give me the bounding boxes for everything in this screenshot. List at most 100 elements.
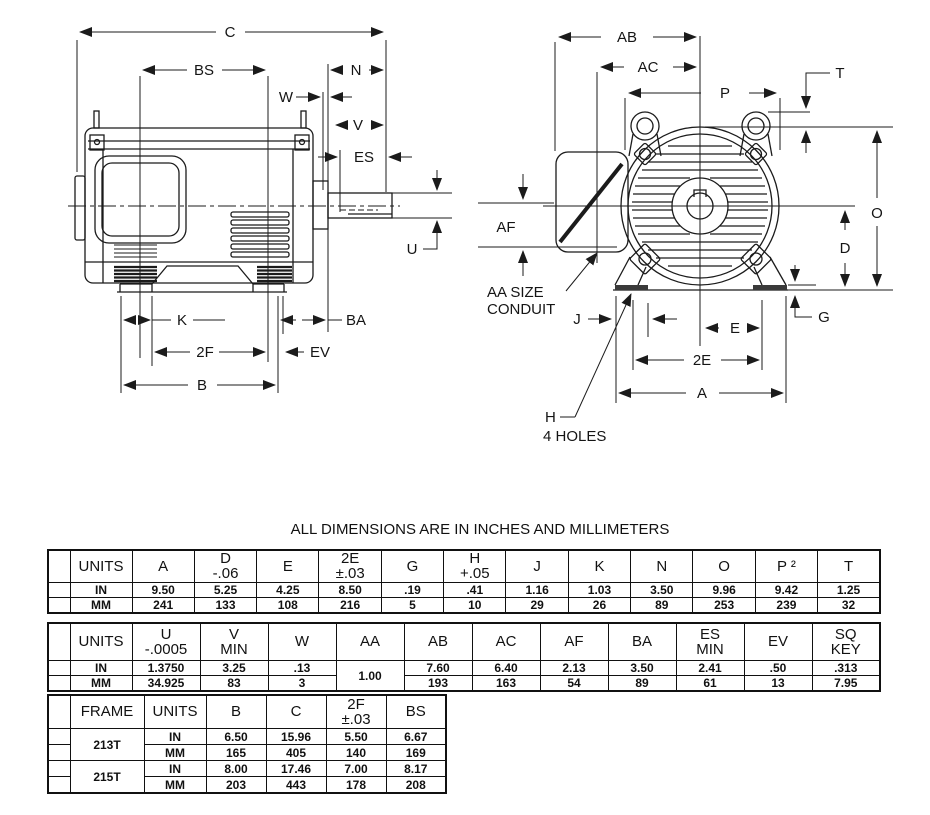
table-cell: 4.25 <box>256 581 320 598</box>
table-cell: FRAME <box>69 694 145 729</box>
dim-label-ev: EV <box>310 344 330 361</box>
front-view-motor <box>555 111 788 291</box>
table-cell: 178 <box>325 776 387 794</box>
table-cell: 253 <box>692 596 756 614</box>
table-cell: 13 <box>743 675 813 692</box>
table-cell: U -.0005 <box>131 622 201 661</box>
dim-label-2e: 2E <box>693 352 711 369</box>
table-cell: 133 <box>193 596 258 614</box>
table-cell <box>47 776 71 794</box>
dim-label-d: D <box>840 240 851 257</box>
table-cell: 10 <box>443 596 507 614</box>
table-cell: 3 <box>267 675 337 692</box>
dim-label-u: U <box>407 241 418 258</box>
table-cell: 8.17 <box>385 760 447 777</box>
table-cell: 208 <box>385 776 447 794</box>
table-cell: 165 <box>205 744 267 761</box>
table-cell: 7.00 <box>325 760 387 777</box>
table-cell: 34.925 <box>131 675 201 692</box>
table-cell: 213T <box>69 728 145 761</box>
dim-label-w: W <box>279 89 294 106</box>
table-cell: AB <box>403 622 473 661</box>
table-cell: AF <box>539 622 609 661</box>
table-cell: 6.67 <box>385 728 447 745</box>
conduit-cover-diagonal <box>558 162 624 244</box>
table-cell: J <box>505 549 569 583</box>
table-cell: 1.25 <box>817 581 881 598</box>
motor-drawing: C BS N W V ES U K BA 2F EV B <box>68 24 893 445</box>
table-cell: 29 <box>505 596 569 614</box>
table-cell <box>47 660 71 676</box>
table-cell: K <box>567 549 632 583</box>
table-cell: 15.96 <box>265 728 327 745</box>
side-view-dimensions <box>76 27 452 393</box>
table-cell: 32 <box>817 596 881 614</box>
table-cell: 7.60 <box>403 660 473 676</box>
table-cell: 5.25 <box>193 581 258 598</box>
table-cell: MM <box>69 596 133 614</box>
dim-label-c: C <box>225 24 236 41</box>
table-cell: P ² <box>754 549 819 583</box>
table-cell: AA <box>335 622 405 661</box>
table-cell: 61 <box>675 675 745 692</box>
table-cell: C <box>265 694 327 729</box>
table-cell: 5.50 <box>325 728 387 745</box>
conduit-note-line1: AA SIZE <box>487 284 544 301</box>
table-cell: .50 <box>743 660 813 676</box>
table-cell <box>47 728 71 745</box>
table-cell: A <box>131 549 195 583</box>
dim-label-e: E <box>730 320 740 337</box>
eye-lug-right <box>741 111 771 141</box>
dim-label-p: P <box>720 85 730 102</box>
dim-label-ba: BA <box>346 312 366 329</box>
dim-label-bs: BS <box>194 62 214 79</box>
table-cell: 1.03 <box>567 581 632 598</box>
table-cell: 169 <box>385 744 447 761</box>
table-cell: MM <box>143 776 207 794</box>
front-view-dimensions <box>478 32 893 418</box>
table-cell: 6.50 <box>205 728 267 745</box>
dim-label-t: T <box>835 65 844 82</box>
table-cell: N <box>630 549 694 583</box>
conduit-box <box>555 151 629 253</box>
table-cell: 3.50 <box>630 581 694 598</box>
table-cell: H +.05 <box>443 549 507 583</box>
table-cell: 8.00 <box>205 760 267 777</box>
table-cell: D -.06 <box>193 549 258 583</box>
table-cell: B <box>205 694 267 729</box>
table-cell <box>47 744 71 761</box>
table-cell: 2.13 <box>539 660 609 676</box>
table-cell <box>47 760 71 777</box>
table-cell: 3.50 <box>607 660 677 676</box>
table-cell: 2E ±.03 <box>318 549 382 583</box>
table-cell: 203 <box>205 776 267 794</box>
table-cell: O <box>692 549 756 583</box>
table-cell: W <box>267 622 337 661</box>
table-cell <box>47 581 71 598</box>
table-cell: UNITS <box>69 549 133 583</box>
dim-label-es: ES <box>354 149 374 166</box>
table-cell: 241 <box>131 596 195 614</box>
table-cell: .19 <box>380 581 445 598</box>
table-cell: 405 <box>265 744 327 761</box>
side-view-motor-body <box>68 110 400 293</box>
table-cell: IN <box>143 760 207 777</box>
table-cell: SQ KEY <box>811 622 881 661</box>
dim-label-h: H <box>545 409 556 426</box>
table-cell: 9.42 <box>754 581 819 598</box>
table-cell: 163 <box>471 675 541 692</box>
table-cell: UNITS <box>143 694 207 729</box>
table-cell: 1.3750 <box>131 660 201 676</box>
table-cell: BS <box>385 694 447 729</box>
table-cell: .13 <box>267 660 337 676</box>
table-cell: 89 <box>607 675 677 692</box>
table-cell: 216 <box>318 596 382 614</box>
table-cell: IN <box>69 581 133 598</box>
table-cell: 193 <box>403 675 473 692</box>
table-cell: AC <box>471 622 541 661</box>
dim-label-af: AF <box>496 219 515 236</box>
table-cell: .313 <box>811 660 881 676</box>
dim-label-ab: AB <box>617 29 637 46</box>
